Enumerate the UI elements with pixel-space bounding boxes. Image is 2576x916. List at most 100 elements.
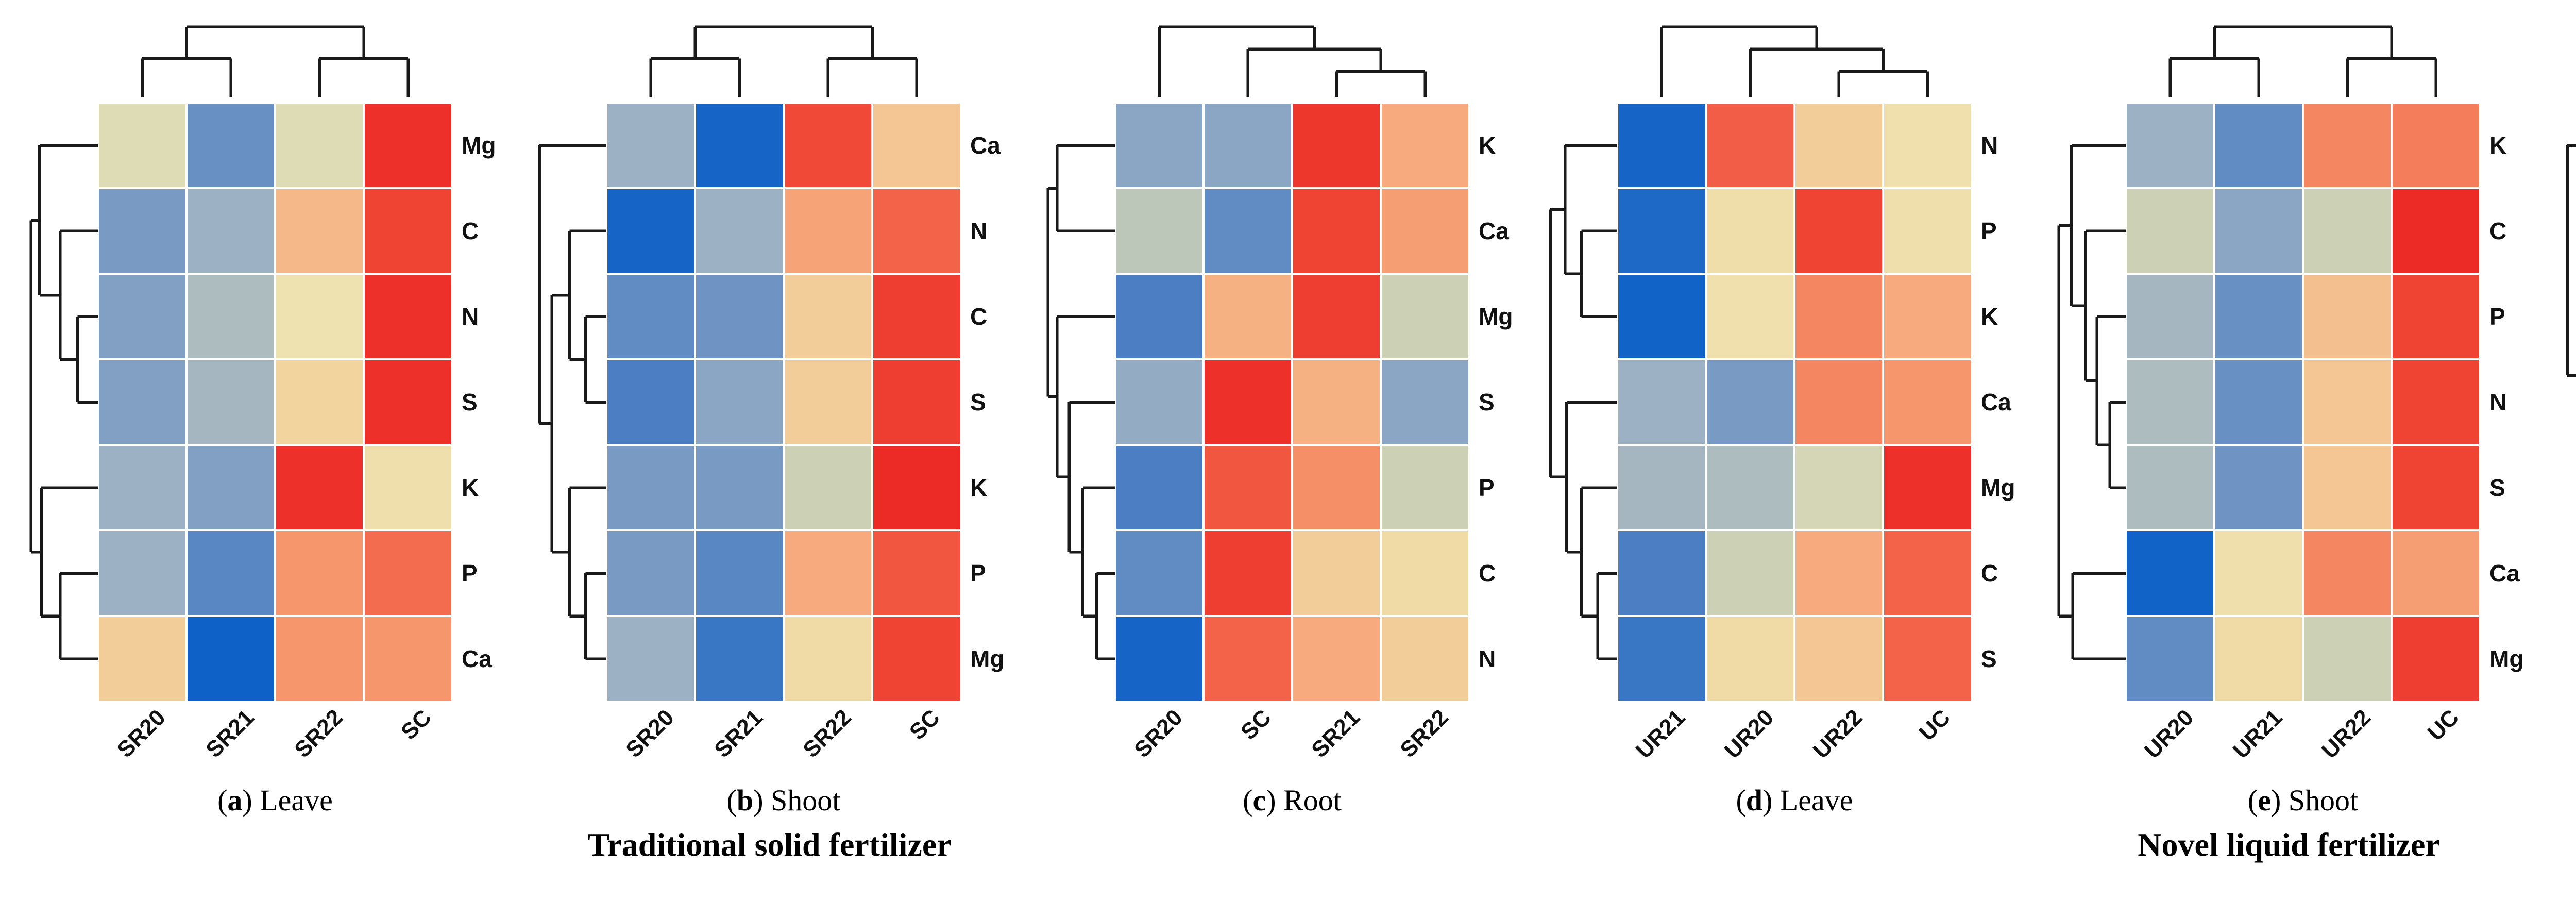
- heatmap-cell: [2127, 360, 2213, 444]
- heatmap-cell: [1293, 360, 1380, 444]
- heatmap-cell: [1884, 104, 1971, 187]
- heatmap-cell: [2127, 531, 2213, 615]
- row-label: N: [1479, 645, 1496, 672]
- row-label: K: [970, 474, 988, 501]
- panel-caption: (a) Leave: [217, 784, 333, 817]
- heatmap-cell: [607, 531, 694, 615]
- row-dendrogram: [29, 144, 98, 660]
- heatmap-cell: [607, 360, 694, 444]
- col-label: UR22: [2316, 705, 2376, 764]
- row-label: P: [1479, 474, 1495, 501]
- heatmap-cell: [2393, 617, 2479, 701]
- heatmap-cell: [1618, 104, 1705, 187]
- heatmap-cell: [1293, 446, 1380, 529]
- heatmap-cell: [2304, 617, 2391, 701]
- heatmap-cell: [2393, 189, 2479, 273]
- heatmap-cell: [607, 189, 694, 273]
- row-label: C: [2489, 218, 2507, 244]
- panel-f: CaCNKPSMgUCUR22UR20UR21(f) Root: [2558, 13, 2576, 818]
- heatmap-grid: [607, 104, 960, 701]
- heatmap-cell: [1116, 275, 1202, 358]
- row-label: Mg: [462, 132, 496, 159]
- row-label: Ca: [1981, 389, 2011, 415]
- heatmap-cell: [2215, 104, 2302, 187]
- heatmap-cell: [607, 275, 694, 358]
- col-label: SC: [1235, 705, 1276, 745]
- row-label: S: [1981, 645, 1997, 672]
- heatmap-cell: [1293, 531, 1380, 615]
- top-dendrogram-area: [2127, 13, 2528, 104]
- heatmap-cell: [365, 446, 451, 529]
- heatmap-cell: [1707, 189, 1793, 273]
- heatmap-cell: [873, 104, 960, 187]
- heatmap-cell: [1205, 531, 1291, 615]
- row-label: K: [1479, 132, 1496, 159]
- col-label: SR22: [798, 705, 856, 763]
- heatmap-cell: [785, 104, 871, 187]
- heatmap-cell: [1382, 275, 1468, 358]
- heatmap-cell: [785, 275, 871, 358]
- heatmap-cell: [2215, 360, 2302, 444]
- heatmap-cell: [99, 446, 185, 529]
- col-label: SR21: [201, 705, 259, 763]
- row-label: Mg: [970, 645, 1005, 672]
- row-label: N: [2489, 389, 2507, 415]
- heatmap-grid: [99, 104, 451, 701]
- heatmap-cell: [2393, 104, 2479, 187]
- heatmap-cell: [2215, 275, 2302, 358]
- heatmap-cell: [785, 360, 871, 444]
- col-label: SR20: [621, 705, 679, 763]
- row-label: Mg: [1479, 303, 1513, 330]
- row-label: C: [1981, 560, 1998, 587]
- heatmap-cell: [696, 446, 783, 529]
- heatmap-cell: [188, 360, 274, 444]
- heatmap-cell: [1116, 531, 1202, 615]
- caption-letter: c: [1252, 784, 1266, 817]
- heatmap-cell: [1205, 617, 1291, 701]
- heatmap-row: CaCNKPSMg: [2558, 104, 2576, 701]
- heatmap-cell: [696, 360, 783, 444]
- top-dendrogram-area: [1116, 13, 1517, 104]
- heatmap-grid: [1116, 104, 1468, 701]
- col-label: SR22: [290, 705, 348, 763]
- col-label: UR21: [2228, 705, 2287, 764]
- heatmap-cell: [1382, 189, 1468, 273]
- group-title-novel: Novel liquid fertilizer: [2138, 826, 2440, 863]
- heatmap-cell: [1205, 104, 1291, 187]
- heatmap-cell: [2393, 275, 2479, 358]
- heatmap-cell: [1205, 360, 1291, 444]
- heatmap-cell: [188, 446, 274, 529]
- col-label: SR21: [709, 705, 768, 763]
- panel-caption: (c) Root: [1243, 784, 1342, 817]
- heatmap-cell: [1884, 360, 1971, 444]
- top-dendrogram-area: [607, 13, 1009, 104]
- row-label: S: [970, 389, 986, 415]
- heatmap-cell: [2127, 617, 2213, 701]
- heatmap-cell: [2304, 446, 2391, 529]
- heatmap-cell: [365, 360, 451, 444]
- heatmap-cell: [1707, 617, 1793, 701]
- col-label: SC: [396, 705, 436, 745]
- heatmap-cell: [276, 617, 363, 701]
- heatmap-cell: [696, 189, 783, 273]
- row-label: N: [970, 218, 988, 244]
- row-label: C: [1479, 560, 1496, 587]
- row-label: K: [2489, 132, 2507, 159]
- heatmap-cell: [2127, 189, 2213, 273]
- heatmap-cell: [873, 275, 960, 358]
- heatmap-cell: [1382, 617, 1468, 701]
- heatmap-grid: [2127, 104, 2479, 701]
- heatmap-cell: [1205, 189, 1291, 273]
- heatmap-cell: [188, 104, 274, 187]
- heatmap-cell: [2393, 360, 2479, 444]
- row-label: C: [462, 218, 479, 244]
- row-dendrogram: [2566, 144, 2576, 377]
